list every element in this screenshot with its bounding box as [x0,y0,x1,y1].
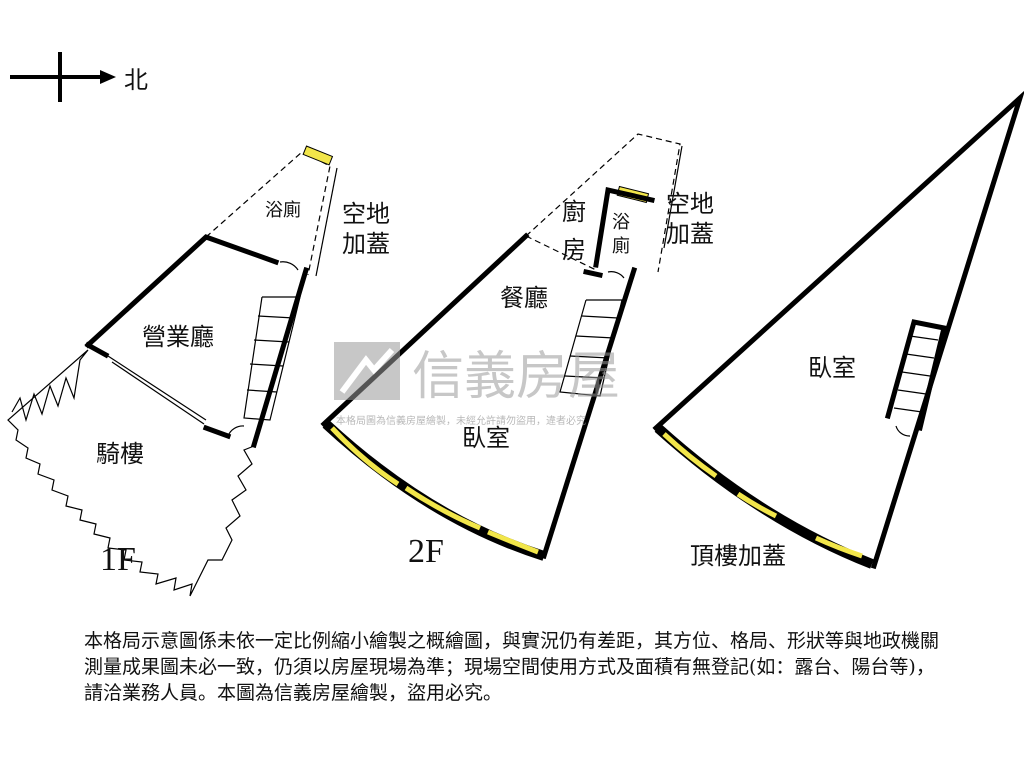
room-label-dining: 餐廳 [500,284,548,312]
staircase [243,296,301,421]
window [302,145,334,166]
room-label-bedroom: 臥室 [462,424,510,452]
staircase [559,299,623,397]
door-swing [227,425,245,437]
window [736,491,778,519]
watermark-brand: 信義房屋 [412,347,620,407]
open-space-outline [525,133,681,273]
watermark-notice: 本格局圖為信義房屋繪製，未經允許請勿盜用，違者必究 [336,414,586,427]
room-label-bath: 浴廁 [265,199,301,221]
wall [84,341,110,359]
room-label-bath: 浴廁 [612,212,630,257]
window [814,535,863,559]
door-swing [895,425,911,437]
storefront [111,361,205,425]
room-label-bedroom: 臥室 [808,354,856,382]
window [487,529,539,555]
room-label-kitchen: 廚房 [562,198,586,264]
north-arrow: 北 [10,52,148,102]
storefront [107,355,207,421]
door-swing [607,271,625,279]
window [330,426,400,487]
watermark: 信義房屋 本格局圖為信義房屋繪製，未經允許請勿盜用，違者必究 [334,342,620,427]
staircase [893,335,939,413]
door-swing [279,261,299,271]
room-label-arcade: 騎樓 [96,440,144,468]
wall [593,186,655,268]
room-label-open-space: 空地加蓋 [666,190,714,248]
wall [583,269,603,278]
wall [884,319,948,432]
floor-label-rooftop: 頂樓加蓋 [690,542,786,570]
wall [84,234,280,349]
dashed-divider [525,235,597,271]
window [404,485,481,531]
brand-logo-icon [334,342,400,400]
wall [652,90,1024,570]
floor-label-2f: 2F [408,533,444,570]
window [662,432,718,479]
floor-label-1f: 1F [100,541,136,578]
wall [202,424,232,440]
north-label: 北 [124,66,148,94]
arcade-boundary [7,349,255,597]
dimension-line [663,145,683,249]
disclaimer-text: 本格局示意圖係未依一定比例縮小繪製之概繪圖，與實況仍有差距，其方位、格局、形狀等… [84,630,940,704]
room-label-shop: 營業廳 [142,323,214,351]
wall [540,266,638,560]
wall [250,266,310,449]
floor-1f-plan: 浴廁 空地加蓋 營業廳 騎樓 1F [7,145,390,597]
dimension-line [315,167,338,277]
floor-roof-plan: 臥室 頂樓加蓋 [652,90,1024,570]
room-label-open-space: 空地加蓋 [342,200,390,258]
